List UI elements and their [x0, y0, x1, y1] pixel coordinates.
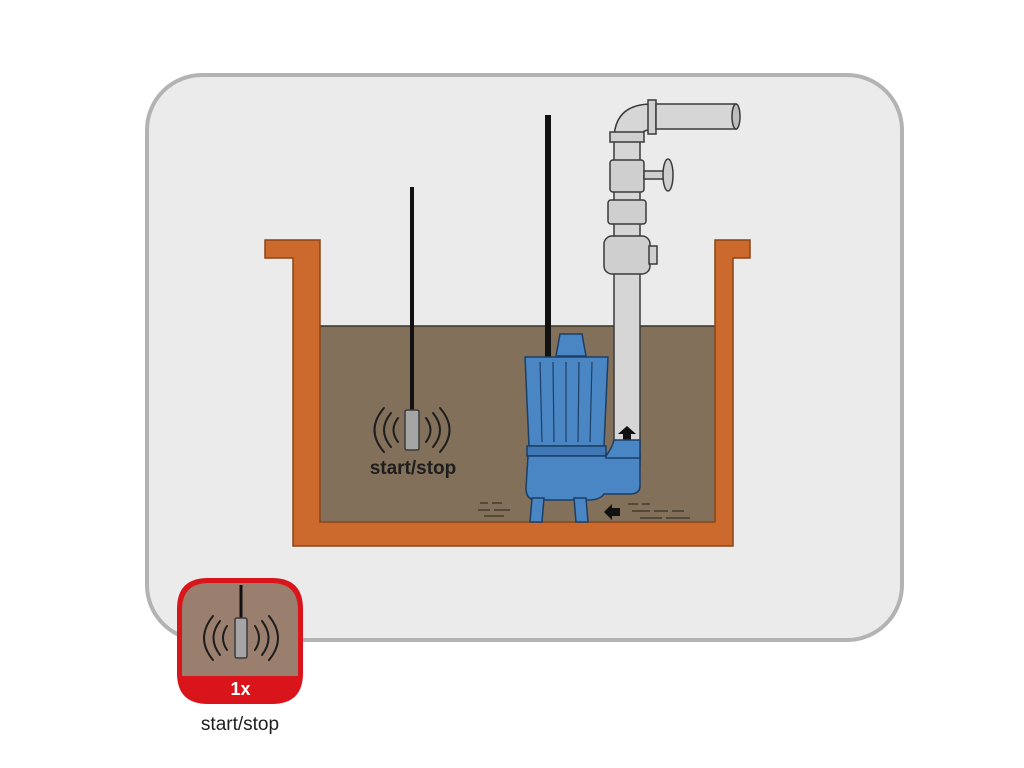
liquid-level — [320, 326, 715, 522]
check-valve — [603, 235, 651, 275]
legend-float-switch-icon — [234, 617, 248, 659]
pump-discharge-bend — [605, 439, 641, 459]
pump-leg-left — [529, 497, 545, 523]
check-valve-plug — [648, 245, 658, 265]
sediment-marks — [478, 502, 690, 519]
float-switch-body — [404, 409, 420, 451]
valve-handwheel-icon — [662, 158, 674, 192]
pump-cooling-fins — [539, 361, 593, 443]
outlet-pipe-end — [731, 103, 741, 130]
inflow-arrow-icon — [604, 504, 620, 520]
pipe-elbow-flange — [647, 99, 657, 135]
submersible-pump — [524, 333, 641, 523]
outlet-pipe — [655, 103, 737, 130]
pipe-collar-top — [609, 131, 645, 143]
signal-waves-icon — [373, 407, 451, 453]
pump-leg-right — [573, 497, 589, 523]
legend-count: 1x — [230, 679, 251, 699]
pump-seal-band — [526, 445, 607, 457]
gate-valve-body — [609, 159, 645, 193]
legend-badge — [177, 578, 303, 704]
legend-signal-waves-icon — [203, 615, 279, 661]
legend-caption: start/stop — [200, 714, 280, 735]
pipe-union — [607, 199, 647, 225]
pump-motor-cap — [555, 333, 587, 357]
pump-power-cable — [545, 115, 551, 357]
flow-up-arrow-icon — [618, 426, 636, 442]
sump-tank-wall — [264, 239, 751, 547]
sensor-label: start/stop — [369, 458, 457, 479]
pump-volute-casing — [525, 453, 641, 501]
